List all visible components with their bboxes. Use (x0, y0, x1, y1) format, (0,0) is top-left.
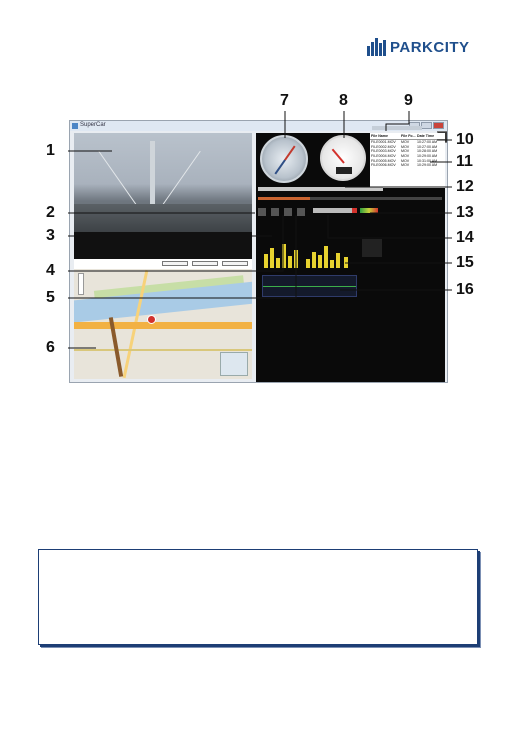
folder-path (372, 126, 422, 130)
gsensor-values (362, 239, 382, 257)
callout-5: 5 (46, 289, 55, 306)
waveform-line (263, 286, 356, 287)
callout-9: 9 (404, 92, 413, 109)
leader-line-4 (68, 215, 284, 272)
file-time: 10:27:00 AM (417, 144, 438, 149)
map-toolbar (74, 259, 252, 269)
location-marker-icon (147, 315, 156, 324)
previous-button[interactable] (271, 208, 279, 216)
time-display (313, 208, 353, 213)
file-format: MOV (401, 163, 410, 168)
map-view[interactable] (74, 269, 252, 379)
minimap[interactable] (220, 352, 248, 376)
callout-15: 15 (456, 254, 474, 271)
bridge-tower (150, 141, 155, 211)
brand-logo: PARKCITY (367, 36, 482, 58)
col-file-format[interactable]: File Fo... (401, 134, 416, 138)
file-name: FILE0002.MOV (371, 144, 396, 149)
file-time: 10:29:00 AM (417, 163, 438, 168)
callout-11: 11 (456, 153, 473, 170)
file-time: 10:31:00 AM (417, 158, 438, 163)
callout-3: 3 (46, 227, 55, 244)
callout-10: 10 (456, 131, 474, 148)
app-screenshot: SuperCar File Name File Fo... Date Time … (69, 120, 448, 383)
video-playback-window (74, 133, 252, 246)
playback-controls (258, 207, 305, 217)
speedometer-gauge (320, 135, 366, 181)
video-info-strip (74, 246, 252, 259)
col-file-name[interactable]: File Name (371, 134, 388, 138)
leader-line-9 (385, 111, 410, 131)
file-time: 10:27:00 AM (417, 140, 438, 145)
callout-6: 6 (46, 339, 55, 356)
map-type-button[interactable] (222, 261, 248, 266)
file-name: FILE0003.MOV (371, 149, 396, 154)
close-button[interactable] (433, 122, 444, 129)
list-item[interactable]: FILE0002.MOV MOV 10:27:00 AM (370, 145, 445, 150)
next-button[interactable] (284, 208, 292, 216)
map-type-button[interactable] (162, 261, 188, 266)
file-name: FILE0001.MOV (371, 140, 396, 145)
leader-line-14 (327, 215, 452, 239)
callout-7: 7 (280, 92, 289, 109)
speaker-icon[interactable] (352, 208, 357, 213)
file-list-header: File Name File Fo... Date Time (370, 133, 445, 140)
list-item[interactable]: FILE0003.MOV MOV 10:28:00 AM (370, 149, 445, 154)
sensor-panel (256, 301, 445, 382)
callout-8: 8 (339, 92, 348, 109)
file-format: MOV (401, 144, 410, 149)
stop-button[interactable] (297, 208, 305, 216)
playback-progress-bar[interactable] (258, 197, 442, 200)
compass-gauge (260, 135, 308, 183)
window-title: SuperCar (80, 122, 106, 128)
gsensor-waveform (262, 275, 357, 297)
file-name: FILE0006.MOV (371, 163, 396, 168)
callout-1: 1 (46, 142, 55, 159)
map-type-button[interactable] (192, 261, 218, 266)
map-road (74, 349, 252, 351)
file-time: 10:28:00 AM (417, 149, 438, 154)
file-time: 10:29:00 AM (417, 154, 438, 159)
leader-line-5 (68, 215, 297, 299)
note-box (38, 549, 478, 645)
callout-14: 14 (456, 229, 474, 246)
progress-fill (258, 197, 310, 200)
speed-readout (336, 167, 352, 174)
callout-12: 12 (456, 178, 474, 195)
file-path-text (258, 187, 383, 191)
list-item[interactable]: FILE0004.MOV MOV 10:29:00 AM (370, 154, 445, 159)
play-button[interactable] (258, 208, 266, 216)
brand-name: PARKCITY (390, 38, 470, 56)
file-name: FILE0005.MOV (371, 158, 396, 163)
file-list[interactable]: File Name File Fo... Date Time FILE0001.… (370, 133, 445, 188)
zoom-control[interactable] (78, 273, 84, 295)
file-format: MOV (401, 154, 410, 159)
list-item[interactable]: FILE0005.MOV MOV 10:31:00 AM (370, 158, 445, 163)
callout-16: 16 (456, 281, 474, 298)
file-name: FILE0004.MOV (371, 154, 396, 159)
building-icon (367, 38, 386, 56)
file-format: MOV (401, 158, 410, 163)
volume-slider[interactable] (360, 208, 378, 213)
callout-4: 4 (46, 262, 55, 279)
list-item[interactable]: FILE0006.MOV MOV 10:29:00 AM (370, 163, 445, 168)
col-date-time[interactable]: Date Time (417, 134, 435, 138)
maximize-button[interactable] (421, 122, 432, 129)
list-item[interactable]: FILE0001.MOV MOV 10:27:00 AM (370, 140, 445, 145)
callout-13: 13 (456, 204, 474, 221)
window-titlebar: SuperCar (70, 121, 447, 131)
callout-2: 2 (46, 204, 55, 221)
map-road (74, 322, 252, 329)
file-format: MOV (401, 140, 410, 145)
file-format: MOV (401, 149, 410, 154)
app-icon (72, 123, 78, 129)
